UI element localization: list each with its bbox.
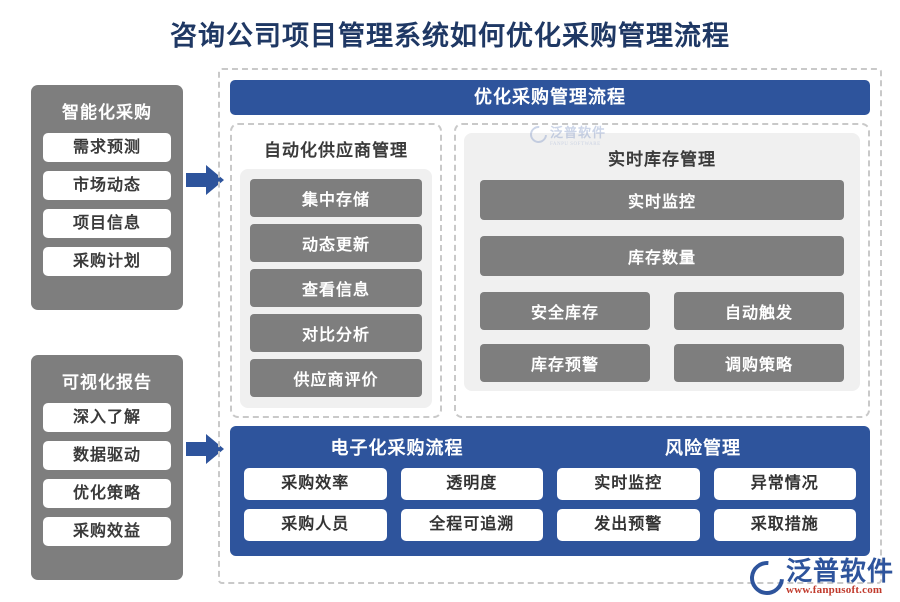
chip-transparency[interactable]: 透明度 (400, 468, 543, 500)
bottom-titles-row: 电子化采购流程 风险管理 (244, 434, 856, 468)
chip-inventory-quantity[interactable]: 库存数量 (480, 236, 844, 276)
sidebar-card-title: 可视化报告 (62, 373, 152, 392)
section-title: 自动化供应商管理 (264, 141, 408, 160)
chip-supplier-evaluation[interactable]: 供应商评价 (250, 359, 422, 397)
sidebar-item-demand-forecast[interactable]: 需求预测 (43, 133, 171, 162)
sidebar-item-procurement-benefit[interactable]: 采购效益 (43, 517, 171, 546)
main-middle-row: 自动化供应商管理 集中存储 动态更新 查看信息 对比分析 供应商评价 实时库存管… (230, 123, 870, 418)
chip-stock-alert[interactable]: 库存预警 (480, 344, 650, 382)
section-realtime-inventory-management: 实时库存管理 实时监控 库存数量 安全库存 自动触发 库存预警 调购策略 (454, 123, 870, 418)
chip-abnormal-situation[interactable]: 异常情况 (713, 468, 856, 500)
sidebar-item-deep-insight[interactable]: 深入了解 (43, 403, 171, 432)
section-automated-supplier-management: 自动化供应商管理 集中存储 动态更新 查看信息 对比分析 供应商评价 (230, 123, 442, 418)
inventory-chip-group: 实时库存管理 实时监控 库存数量 安全库存 自动触发 库存预警 调购策略 (464, 133, 860, 391)
chip-procurement-efficiency[interactable]: 采购效率 (244, 468, 387, 500)
sidebar-item-project-info[interactable]: 项目信息 (43, 209, 171, 238)
chip-full-traceability[interactable]: 全程可追溯 (400, 509, 543, 541)
chip-centralized-storage[interactable]: 集中存储 (250, 179, 422, 217)
chip-safety-stock[interactable]: 安全库存 (480, 292, 650, 330)
section-eprocurement-and-risk: 电子化采购流程 风险管理 采购效率 透明度 实时监控 异常情况 采购人员 全程可… (230, 426, 870, 556)
chip-issue-alert[interactable]: 发出预警 (557, 509, 700, 541)
chip-auto-trigger[interactable]: 自动触发 (674, 292, 844, 330)
main-panel-header: 优化采购管理流程 (230, 80, 870, 115)
main-flow-panel: 优化采购管理流程 自动化供应商管理 集中存储 动态更新 查看信息 对比分析 供应… (218, 68, 882, 584)
sidebar-card-title: 智能化采购 (62, 103, 152, 122)
sidebar-item-procurement-plan[interactable]: 采购计划 (43, 247, 171, 276)
sidebar-card-intelligent-procurement: 智能化采购 需求预测 市场动态 项目信息 采购计划 (31, 85, 183, 310)
brand-url: www.fanpusoft.com (785, 584, 883, 596)
chip-realtime-monitoring[interactable]: 实时监控 (480, 180, 844, 220)
section-title: 实时库存管理 (608, 150, 716, 169)
page-title: 咨询公司项目管理系统如何优化采购管理流程 (170, 21, 730, 51)
sidebar-item-data-driven[interactable]: 数据驱动 (43, 441, 171, 470)
arrow-right-icon (186, 163, 224, 197)
chip-take-measures[interactable]: 采取措施 (713, 509, 856, 541)
sidebar-item-optimize-strategy[interactable]: 优化策略 (43, 479, 171, 508)
inventory-subgrid: 安全库存 自动触发 库存预警 调购策略 (480, 292, 844, 382)
arrow-right-icon (186, 432, 224, 466)
chip-procurement-staff[interactable]: 采购人员 (244, 509, 387, 541)
chip-dynamic-update[interactable]: 动态更新 (250, 224, 422, 262)
bottom-title-risk-management: 风险管理 (665, 438, 741, 458)
chip-replenishment-strategy[interactable]: 调购策略 (674, 344, 844, 382)
chip-view-info[interactable]: 查看信息 (250, 269, 422, 307)
sidebar-card-visual-report: 可视化报告 深入了解 数据驱动 优化策略 采购效益 (31, 355, 183, 580)
bottom-chip-grid: 采购效率 透明度 实时监控 异常情况 采购人员 全程可追溯 发出预警 采取措施 (244, 468, 856, 541)
supplier-chip-group: 集中存储 动态更新 查看信息 对比分析 供应商评价 (240, 169, 432, 408)
sidebar-item-market-trend[interactable]: 市场动态 (43, 171, 171, 200)
bottom-title-eprocurement: 电子化采购流程 (330, 438, 464, 458)
chip-realtime-monitoring-risk[interactable]: 实时监控 (557, 468, 700, 500)
chip-comparison-analysis[interactable]: 对比分析 (250, 314, 422, 352)
